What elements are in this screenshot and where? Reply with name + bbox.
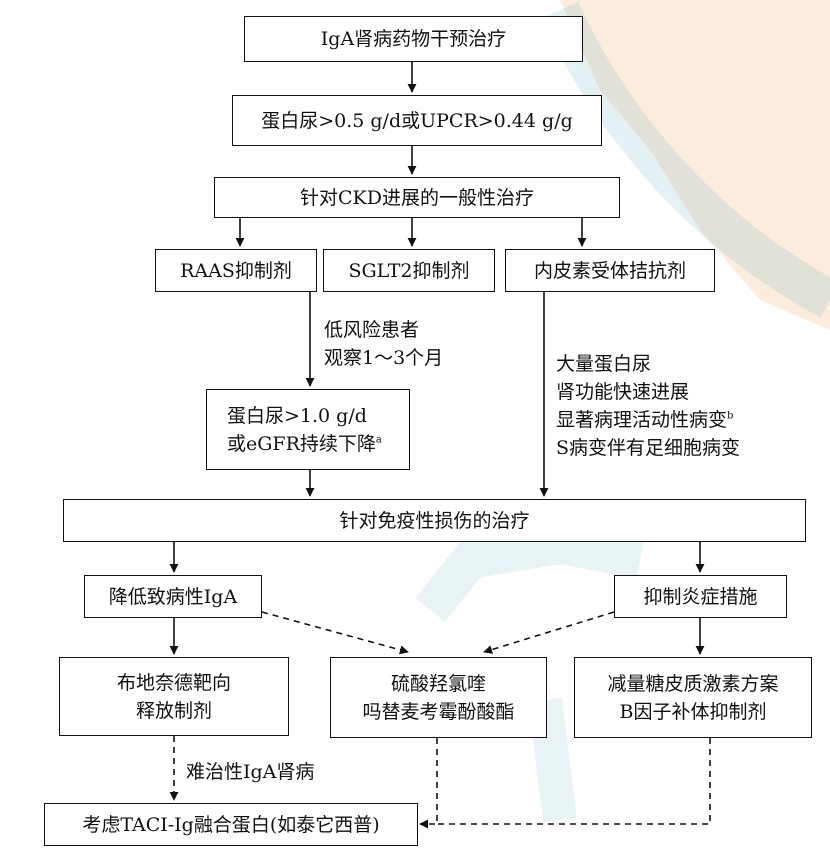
- label-high-risk-line4: S病变伴有足细胞病变: [556, 437, 741, 459]
- node-risk-footnote: a: [375, 434, 382, 446]
- node-inflammation: 抑制炎症措施: [614, 575, 787, 618]
- node-raas: RAAS抑制剂: [155, 249, 317, 292]
- node-endothelin-text: 内皮素受体拮抗剂: [533, 259, 686, 282]
- label-refractory-text: 难治性IgA肾病: [186, 761, 315, 783]
- node-steroid-line2: B因子补体抑制剂: [619, 700, 767, 723]
- node-risk: 蛋白尿>1.0 g/d 或eGFR持续下降a: [206, 389, 410, 470]
- label-low-risk-line2: 观察1～3个月: [324, 347, 444, 369]
- dashed-inflammation-to-hcq: [483, 611, 615, 654]
- node-lower-iga: 降低致病性IgA: [84, 575, 262, 618]
- node-taci: 考虑TACI-Ig融合蛋白(如泰它西普): [44, 803, 418, 846]
- label-refractory: 难治性IgA肾病: [186, 758, 314, 786]
- node-sglt2: SGLT2抑制剂: [323, 249, 495, 292]
- node-hcq-line1: 硫酸羟氯喹: [390, 672, 486, 695]
- node-endothelin: 内皮素受体拮抗剂: [505, 249, 715, 292]
- label-high-risk-line3: 显著病理活动性病变b: [556, 409, 734, 431]
- node-raas-text: RAAS抑制剂: [180, 259, 292, 282]
- label-high-risk-line2: 肾功能快速进展: [556, 381, 690, 403]
- node-risk-line2: 或eGFR持续下降a: [227, 432, 382, 455]
- node-hcq-line2: 吗替麦考霉酚酸酯: [362, 700, 515, 723]
- label-low-risk: 低风险患者 观察1～3个月: [324, 316, 443, 372]
- watermark-blue-stroke: [415, 525, 644, 622]
- label-high-risk: 大量蛋白尿 肾功能快速进展 显著病理活动性病变b S病变伴有足细胞病变: [556, 350, 740, 462]
- node-proteinuria: 蛋白尿>0.5 g/d或UPCR>0.44 g/g: [232, 95, 602, 146]
- node-budesonide-line1: 布地奈德靶向: [116, 671, 231, 694]
- watermark-orange-shape: [560, 0, 830, 330]
- node-immune-treatment: 针对免疫性损伤的治疗: [63, 499, 806, 542]
- dashed-steroid-to-taci: [437, 738, 711, 825]
- node-proteinuria-text: 蛋白尿>0.5 g/d或UPCR>0.44 g/g: [261, 109, 573, 132]
- node-title: IgA肾病药物干预治疗: [244, 16, 583, 62]
- node-risk-line1: 蛋白尿>1.0 g/d: [227, 404, 367, 427]
- node-budesonide: 布地奈德靶向 释放制剂: [59, 657, 289, 736]
- node-steroid: 减量糖皮质激素方案 B因子补体抑制剂: [574, 657, 812, 738]
- node-taci-text: 考虑TACI-Ig融合蛋白(如泰它西普): [82, 813, 380, 836]
- node-title-text: IgA肾病药物干预治疗: [320, 28, 507, 50]
- node-sglt2-text: SGLT2抑制剂: [348, 259, 470, 282]
- label-low-risk-line1: 低风险患者: [324, 319, 420, 341]
- node-hydroxychloroquine: 硫酸羟氯喹 吗替麦考霉酚酸酯: [330, 657, 547, 738]
- dashed-hcq-to-taci: [419, 738, 438, 829]
- label-high-risk-footnote: b: [727, 410, 734, 422]
- node-inflammation-text: 抑制炎症措施: [643, 585, 758, 608]
- node-immune-treatment-text: 针对免疫性损伤的治疗: [339, 509, 530, 532]
- node-ckd-treatment-text: 针对CKD进展的一般性治疗: [300, 186, 534, 209]
- watermark-blue-stroke-2: [528, 697, 577, 823]
- node-budesonide-line2: 释放制剂: [135, 699, 212, 722]
- node-ckd-treatment: 针对CKD进展的一般性治疗: [214, 177, 620, 218]
- label-high-risk-line1: 大量蛋白尿: [556, 353, 652, 375]
- node-lower-iga-text: 降低致病性IgA: [108, 585, 238, 608]
- node-steroid-line1: 减量糖皮质激素方案: [607, 672, 779, 695]
- dashed-lower-iga-to-hcq: [261, 611, 409, 655]
